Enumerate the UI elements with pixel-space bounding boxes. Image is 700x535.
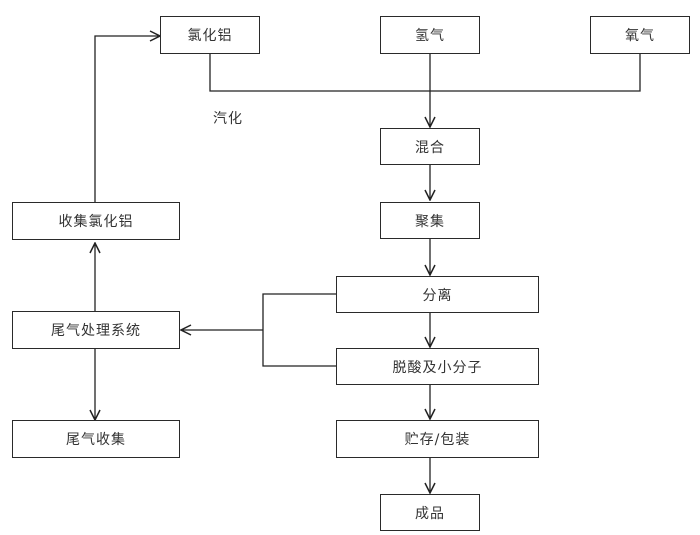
node-label: 分离 [422, 287, 453, 304]
node-label: 尾气收集 [66, 432, 126, 448]
node-hydrogen: 氢气 [380, 16, 480, 54]
node-label: 氧气 [625, 28, 655, 44]
node-separation: 分离 [336, 276, 539, 313]
node-tail-gas-collection: 尾气收集 [12, 420, 180, 458]
node-tail-gas-treatment: 尾气处理系统 [12, 311, 180, 349]
node-label: 氢气 [415, 28, 445, 44]
node-label: 贮存/包装 [404, 432, 471, 448]
node-label: 混合 [415, 139, 445, 156]
node-collect-aluminum-chloride: 收集氯化铝 [12, 202, 180, 240]
node-label: 氯化铝 [187, 28, 233, 44]
node-storage-packaging: 贮存/包装 [336, 420, 539, 458]
node-label: 脱酸及小分子 [392, 359, 483, 376]
node-label: 尾气处理系统 [51, 323, 141, 339]
connector-separation-bracket [262, 293, 336, 367]
node-oxygen: 氧气 [590, 16, 690, 54]
node-aggregation: 聚集 [380, 202, 480, 239]
node-deacidification: 脱酸及小分子 [336, 348, 539, 385]
arrow-collect-alcl3-to-alcl3 [94, 36, 160, 202]
connector-o2-to-merge [430, 54, 641, 92]
node-mixing: 混合 [380, 128, 480, 165]
edge-label-vaporization: 汽化 [213, 111, 243, 127]
node-label: 成品 [415, 505, 445, 522]
node-label: 收集氯化铝 [58, 214, 134, 230]
node-aluminum-chloride: 氯化铝 [160, 16, 260, 54]
node-finished-product: 成品 [380, 494, 480, 531]
connector-alcl3-to-merge [209, 54, 430, 92]
node-label: 聚集 [415, 213, 445, 230]
